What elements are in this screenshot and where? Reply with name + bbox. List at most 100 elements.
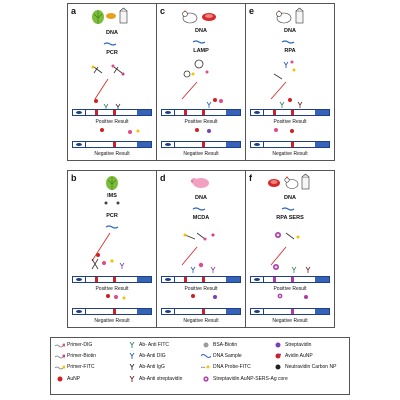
chicken-icon [284, 176, 299, 189]
capture-antibodies [279, 98, 303, 108]
avidin-aunp-icon [273, 353, 283, 359]
flow-arrow [94, 78, 109, 100]
antibody-anti-igg-icon [127, 363, 137, 370]
primer-dig-icon [54, 342, 66, 348]
negative-test-strip [250, 308, 330, 315]
negative-test-strip [161, 141, 241, 148]
legend-item: Streptavidin AuNP-SERS-Ag core [201, 376, 288, 382]
negative-result-label: Negative Result [272, 318, 308, 324]
negative-test-strip [72, 141, 152, 148]
positive-test-strip [72, 276, 152, 283]
negative-result-label: Negative Result [94, 151, 130, 157]
positive-result-label: Positive Result [184, 286, 218, 292]
antibody-anti-streptavidin-icon [127, 375, 137, 382]
bacteria-icon [106, 13, 116, 19]
meat-icon [268, 179, 280, 187]
dna-strand-icon [192, 207, 206, 211]
positive-result-label: Positive Result [95, 119, 129, 125]
panel-d: d DNA MCDA Positive Result Negative Resu… [156, 170, 246, 328]
legend-item: Primer-DIG [54, 342, 92, 348]
negative-particles [191, 294, 217, 299]
bsa-biotin-icon [201, 342, 211, 348]
legend-item: DNA Probe-FITC [200, 364, 251, 370]
negative-particles [106, 294, 126, 300]
positive-test-strip [72, 109, 152, 116]
legend: Primer-DIG Ab- Anti FITC BSA-Biotin Stre… [50, 337, 350, 395]
positive-test-strip [161, 109, 241, 116]
loop-amplicon-icon [183, 59, 209, 78]
legend-item: Ab-Anti IgG [127, 363, 165, 370]
dna-strand-icon [103, 42, 117, 46]
legend-item: Primer-FITC [54, 364, 95, 370]
panel-b: b IMS PCR Positive Result Negative Resul… [67, 170, 157, 328]
dna-strand-icon [281, 207, 295, 211]
positive-result-label: Positive Result [273, 286, 307, 292]
sers-complex-icon [275, 232, 300, 240]
panel-b-art [91, 176, 126, 300]
negative-test-strip [161, 308, 241, 315]
dna-probe-fitc-icon [200, 364, 211, 370]
panel-e-art [270, 7, 304, 133]
primer-fitc-icon [54, 364, 66, 370]
chicken-icon [276, 10, 292, 24]
negative-particles [274, 128, 294, 133]
streptavidin-icon [273, 342, 283, 348]
negative-result-label: Negative Result [183, 151, 219, 157]
panel-a: a DNA PCR Positive Result Negative Resul… [67, 3, 157, 161]
negative-particles [195, 128, 211, 133]
dna-strand-icon [192, 40, 206, 44]
step-label-1: DNA [195, 28, 207, 34]
panel-f: f DNA RPA SERS Positive Result Negative … [245, 170, 335, 328]
chicken-icon [182, 10, 198, 24]
step-label-1: IMS [107, 193, 117, 199]
capture-antibodies [94, 99, 121, 110]
legend-item: Avidin AuNP [273, 353, 313, 359]
negative-particles [277, 293, 308, 299]
negative-result-label: Negative Result [183, 318, 219, 324]
panel-c: c DNA LAMP Positive Result Negative Resu… [156, 3, 246, 161]
panel-c-art [181, 10, 223, 133]
pig-icon [191, 178, 209, 188]
panel-f-art [268, 173, 311, 299]
legend-item: AuNP [55, 376, 80, 382]
legend-item: Neutravidin Carbon NP [273, 364, 336, 370]
positive-result-label: Positive Result [95, 286, 129, 292]
meat-icon [202, 13, 216, 21]
capture-antibodies [206, 98, 223, 108]
streptavidin-aunp-sers-ag-core-icon [201, 376, 211, 382]
step-label-2: PCR [106, 50, 118, 56]
positive-test-strip [161, 276, 241, 283]
negative-result-label: Negative Result [94, 318, 130, 324]
antibody-anti-fitc-icon [127, 341, 137, 348]
lettuce-icon [92, 10, 104, 24]
legend-item: Ab- Anti FITC [127, 341, 169, 348]
step-label-1: DNA [106, 30, 118, 36]
panel-letter: f [249, 173, 252, 183]
neutravidin-carbon-np-icon [273, 364, 283, 370]
step-label-2: RPA [284, 48, 296, 54]
primer-biotin-icon [54, 353, 66, 359]
milk-carton-icon [301, 173, 310, 190]
negative-particles [100, 128, 140, 134]
dna-strand-icon [281, 40, 295, 44]
capture-antibodies [190, 262, 216, 273]
flow-arrow [181, 81, 198, 100]
legend-item: BSA-Biotin [201, 342, 237, 348]
dna-strand-icon [105, 225, 119, 229]
aunp-icon [55, 376, 65, 382]
panel-d-art [181, 178, 217, 299]
negative-test-strip [72, 308, 152, 315]
step-label-2: MCDA [192, 215, 210, 221]
legend-item: Primer-Biotin [54, 353, 96, 359]
step-label-2: LAMP [193, 48, 209, 54]
panel-a-art [91, 7, 140, 134]
positive-result-label: Positive Result [273, 119, 307, 125]
rpa-complex-icon [273, 60, 296, 80]
negative-test-strip [250, 141, 330, 148]
milk-carton-icon [119, 7, 128, 24]
antibody-anti-dig-icon [127, 352, 137, 359]
positive-result-label: Positive Result [184, 119, 218, 125]
positive-test-strip [250, 109, 330, 116]
step-label-2: PCR [106, 213, 118, 219]
